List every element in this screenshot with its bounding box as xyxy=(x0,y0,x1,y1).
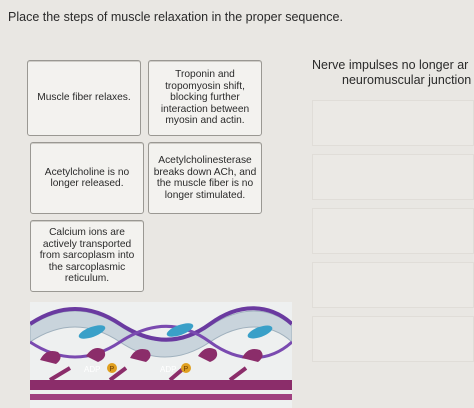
step-card-acetylcholinesterase[interactable]: Acetylcholinesterase breaks down ACh, an… xyxy=(148,142,262,214)
muscle-illustration: ADP P ADP P xyxy=(30,302,292,408)
actin-myosin-illustration: ADP P ADP P xyxy=(30,302,292,408)
step-card-label: Acetylcholinesterase breaks down ACh, an… xyxy=(153,155,257,201)
adp-label-1: ADP xyxy=(84,365,100,374)
target-heading-line2: neuromuscular junction xyxy=(342,73,472,87)
adp-label-2: ADP xyxy=(160,365,176,374)
step-card-calcium-ions[interactable]: Calcium ions are actively transported fr… xyxy=(30,220,144,292)
step-card-label: Muscle fiber relaxes. xyxy=(37,92,131,104)
drop-zone-5[interactable] xyxy=(312,316,474,362)
step-card-acetylcholine-not-released[interactable]: Acetylcholine is no longer released. xyxy=(30,142,144,214)
step-card-label: Troponin and tropomyosin shift, blocking… xyxy=(160,69,250,127)
phosphate-label-1: P xyxy=(110,366,115,373)
phosphate-label-2: P xyxy=(184,366,189,373)
drop-zone-1[interactable] xyxy=(312,100,474,146)
step-card-muscle-fiber-relaxes[interactable]: Muscle fiber relaxes. xyxy=(27,60,141,136)
target-heading-line1: Nerve impulses no longer ar xyxy=(312,58,469,72)
step-card-troponin-tropomyosin-shift[interactable]: Troponin and tropomyosin shift, blocking… xyxy=(148,60,262,136)
step-card-label: Acetylcholine is no longer released. xyxy=(44,166,130,190)
drop-zone-4[interactable] xyxy=(312,262,474,308)
instruction-text: Place the steps of muscle relaxation in … xyxy=(8,10,343,24)
drop-zone-3[interactable] xyxy=(312,208,474,254)
target-heading: Nerve impulses no longer ar neuromuscula… xyxy=(312,58,471,88)
drop-zone-2[interactable] xyxy=(312,154,474,200)
step-card-label: Calcium ions are actively transported fr… xyxy=(39,227,135,285)
